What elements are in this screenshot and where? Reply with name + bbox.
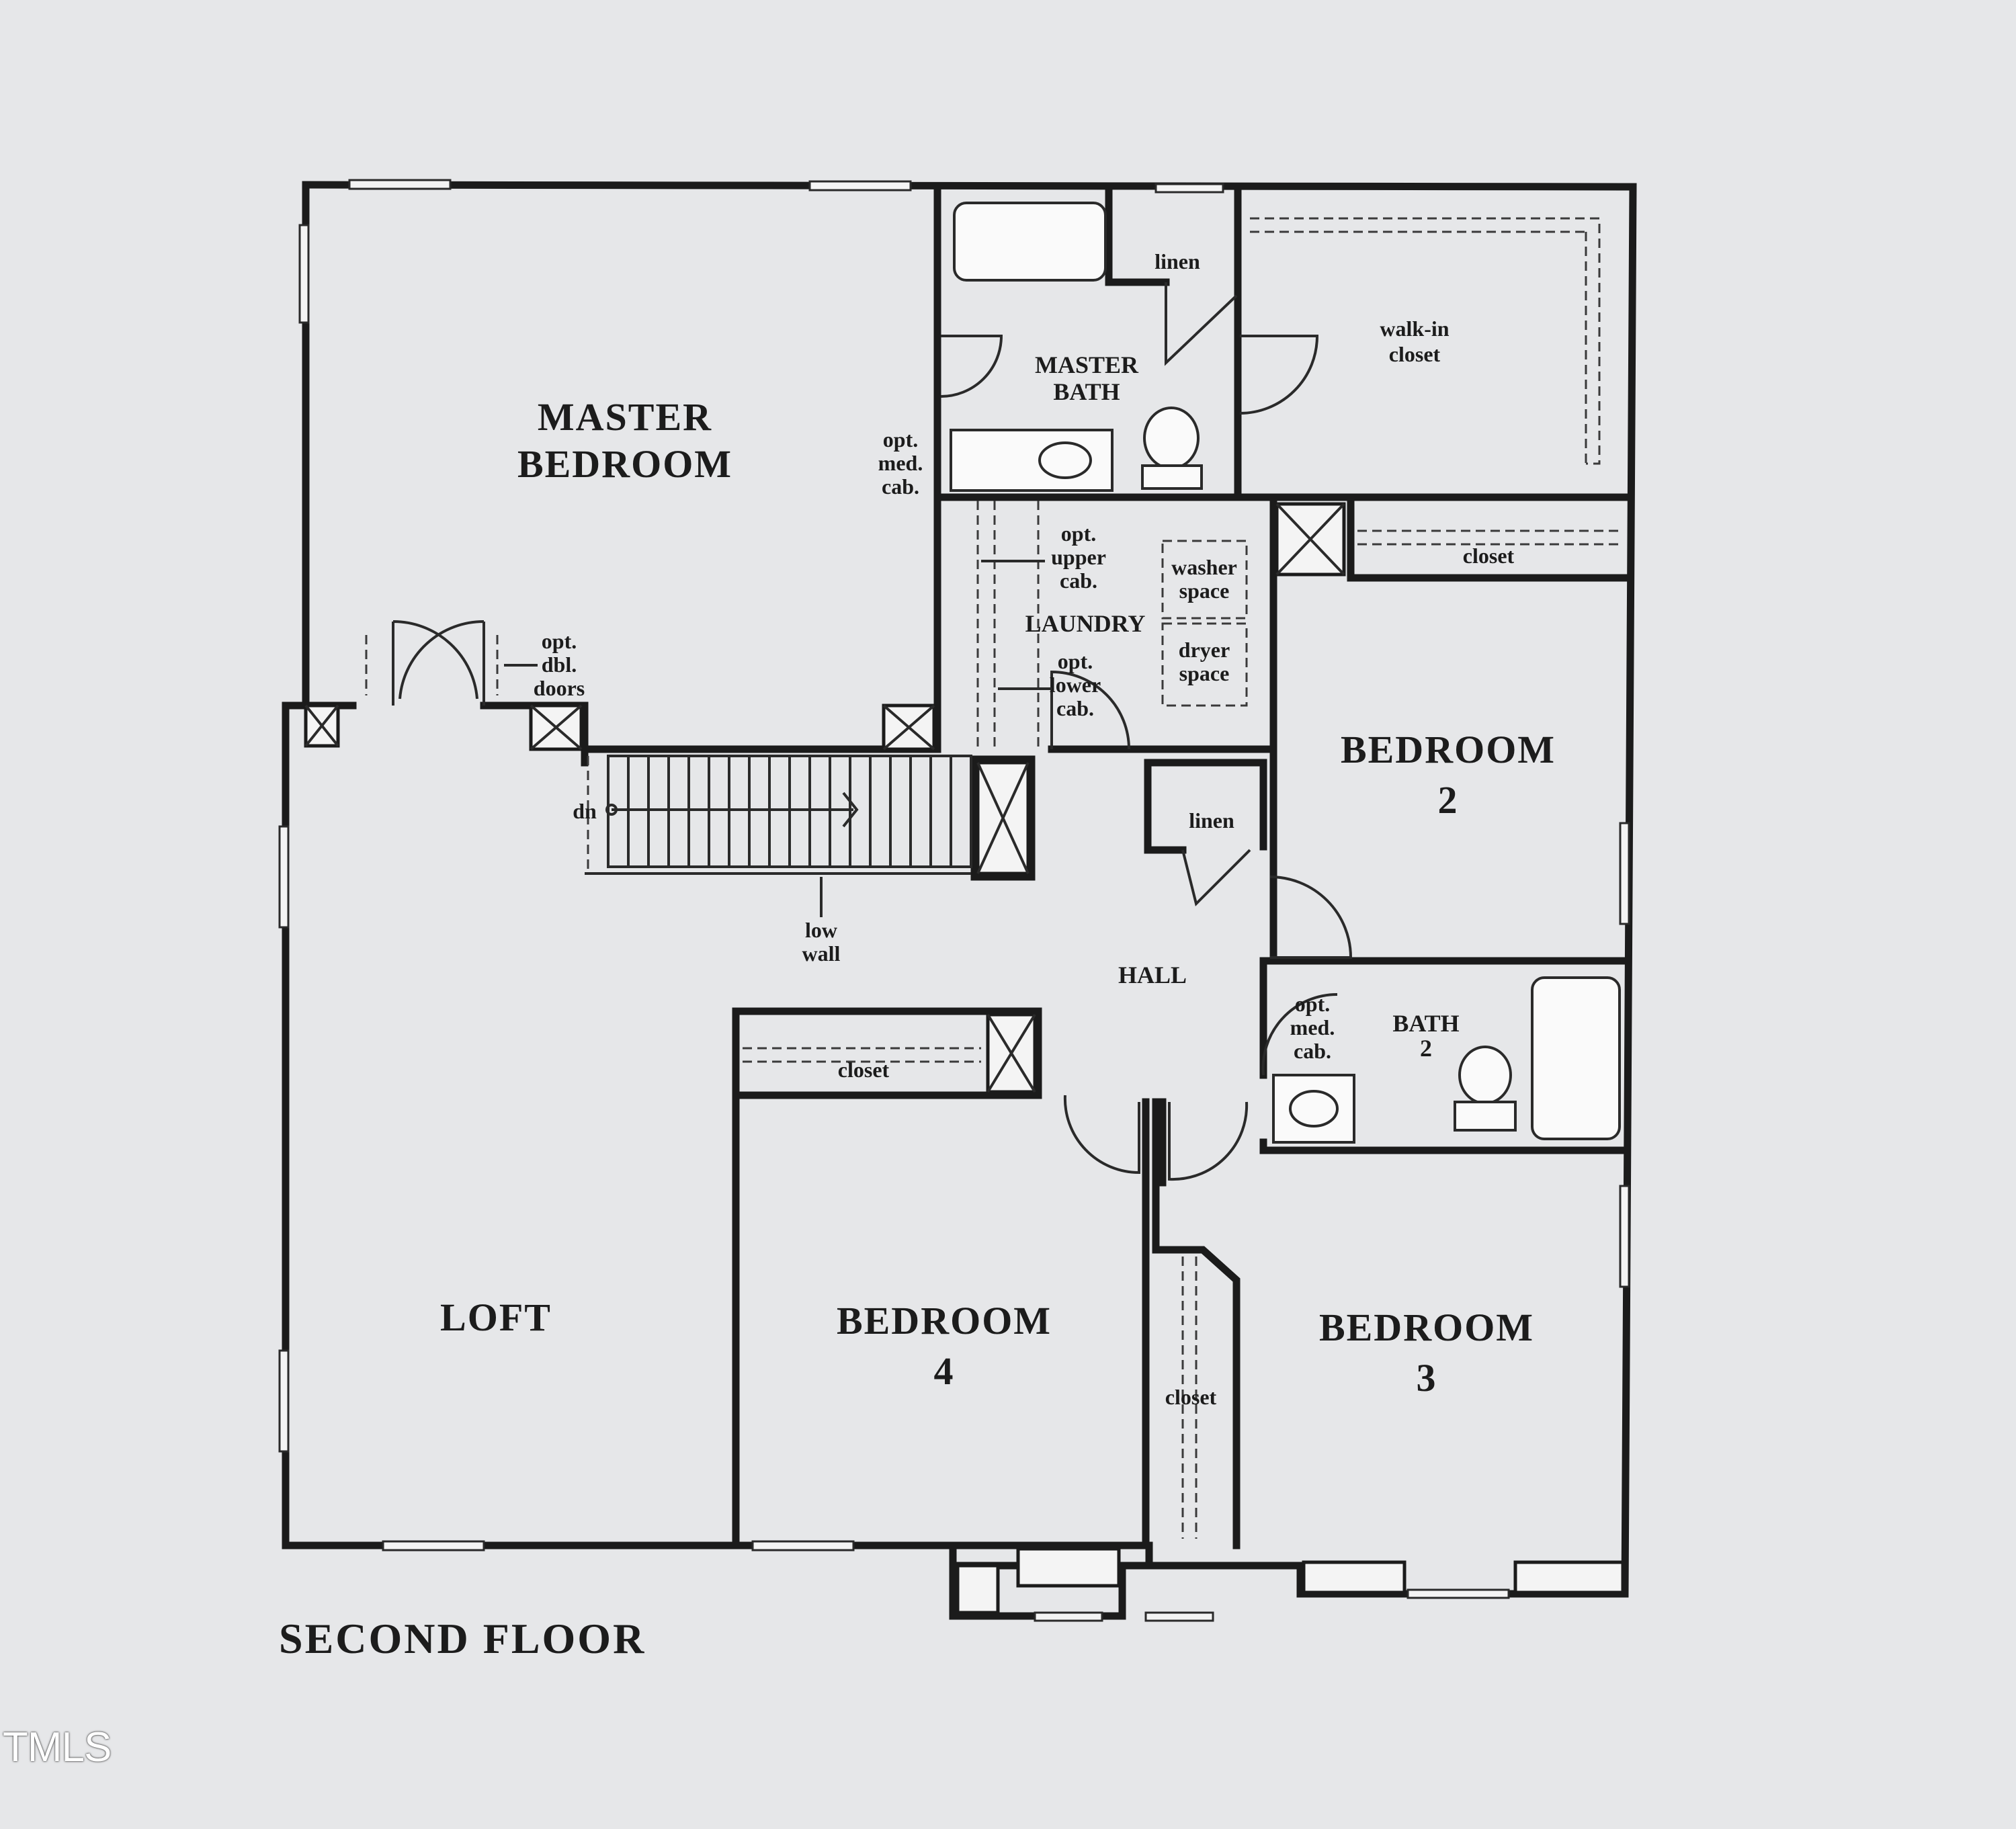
opt-lower-cab-3: cab. <box>1056 696 1094 720</box>
loft-label: LOFT <box>440 1295 552 1339</box>
master-bedroom-label-2: BEDROOM <box>517 442 732 486</box>
linen-hall-label: linen <box>1189 808 1234 833</box>
bath2-tub <box>1531 976 1621 1140</box>
closet-bedroom4-label: closet <box>838 1058 890 1082</box>
bedroom-2-label-2: 2 <box>1438 778 1459 822</box>
bath2-sink <box>1289 1090 1339 1128</box>
windows <box>278 179 1630 1622</box>
floor-title: SECOND FLOOR <box>279 1615 646 1662</box>
staircase <box>585 755 972 875</box>
bath-2-label-1: BATH <box>1392 1010 1459 1037</box>
closet-bedroom3-label: closet <box>1165 1385 1217 1409</box>
master-bath-label-1: MASTER <box>1035 351 1139 378</box>
opt-med-cab-bath2-3: cab. <box>1294 1039 1331 1063</box>
chase-5 <box>1275 502 1346 577</box>
opt-dbl-doors-2: dbl. <box>542 652 577 677</box>
walk-in-closet-label-2: closet <box>1389 342 1441 366</box>
walk-in-closet-label-1: walk-in <box>1380 316 1449 341</box>
opt-med-cab-master-3: cab. <box>882 474 919 499</box>
structural-chases <box>304 502 1625 1615</box>
chase-8 <box>1016 1547 1121 1588</box>
closet-bedroom2-label: closet <box>1463 544 1515 568</box>
opt-upper-cab-2: upper <box>1051 545 1106 569</box>
dryer-space <box>1161 622 1248 707</box>
chase-4 <box>976 761 1030 876</box>
opt-lower-cab-1: opt. <box>1058 649 1093 673</box>
opt-lower-cab-2: lower <box>1050 673 1101 697</box>
interior-walls <box>302 185 1629 1549</box>
opt-med-cab-master-2: med. <box>878 451 923 475</box>
washer-space <box>1161 540 1248 620</box>
washer-space-1: washer <box>1171 555 1237 579</box>
chase-2 <box>529 704 583 751</box>
opt-dbl-doors-1: opt. <box>542 629 577 653</box>
low-wall-2: wall <box>802 941 841 966</box>
door-swings <box>365 282 1353 1181</box>
laundry-label: LAUNDRY <box>1025 610 1146 637</box>
dryer-space-2: space <box>1179 661 1230 685</box>
master-toilet <box>1143 407 1200 470</box>
fixtures <box>585 202 1621 1539</box>
room-labels: MASTER BEDROOM MASTER BATH walk-in close… <box>440 316 1556 1400</box>
chase-3 <box>882 704 936 751</box>
watermark: TMLS <box>3 1724 112 1771</box>
chase-7 <box>956 1564 1000 1615</box>
hall-label: HALL <box>1118 962 1187 988</box>
bath2-toilet <box>1458 1046 1512 1105</box>
master-tub <box>953 202 1107 282</box>
chase-10 <box>1513 1560 1625 1594</box>
bedroom-2-label-1: BEDROOM <box>1341 728 1556 771</box>
opt-dbl-doors-3: doors <box>534 676 585 700</box>
opt-upper-cab-1: opt. <box>1061 521 1096 546</box>
bedroom-4-label-1: BEDROOM <box>837 1299 1052 1343</box>
chase-1 <box>304 704 340 748</box>
chase-6 <box>986 1013 1037 1094</box>
master-bedroom-label-1: MASTER <box>538 395 712 439</box>
washer-space-2: space <box>1179 579 1230 603</box>
linen-master-label: linen <box>1154 249 1200 273</box>
master-sink <box>1038 441 1092 479</box>
bedroom-3-label-1: BEDROOM <box>1319 1306 1534 1349</box>
opt-med-cab-bath2-2: med. <box>1290 1015 1335 1039</box>
dryer-space-1: dryer <box>1179 638 1230 662</box>
bedroom-3-label-2: 3 <box>1417 1356 1437 1400</box>
annotations: linen linen closet closet closet opt. me… <box>504 249 1515 1409</box>
bedroom-4-label-2: 4 <box>934 1349 955 1393</box>
dn-label: dn <box>573 799 597 823</box>
low-wall-1: low <box>805 918 837 942</box>
master-bath-label-2: BATH <box>1053 378 1120 405</box>
opt-upper-cab-3: cab. <box>1060 568 1097 593</box>
opt-med-cab-bath2-1: opt. <box>1295 992 1330 1016</box>
chase-9 <box>1302 1560 1406 1594</box>
opt-med-cab-master-1: opt. <box>883 427 918 452</box>
bath-2-label-2: 2 <box>1420 1035 1432 1062</box>
